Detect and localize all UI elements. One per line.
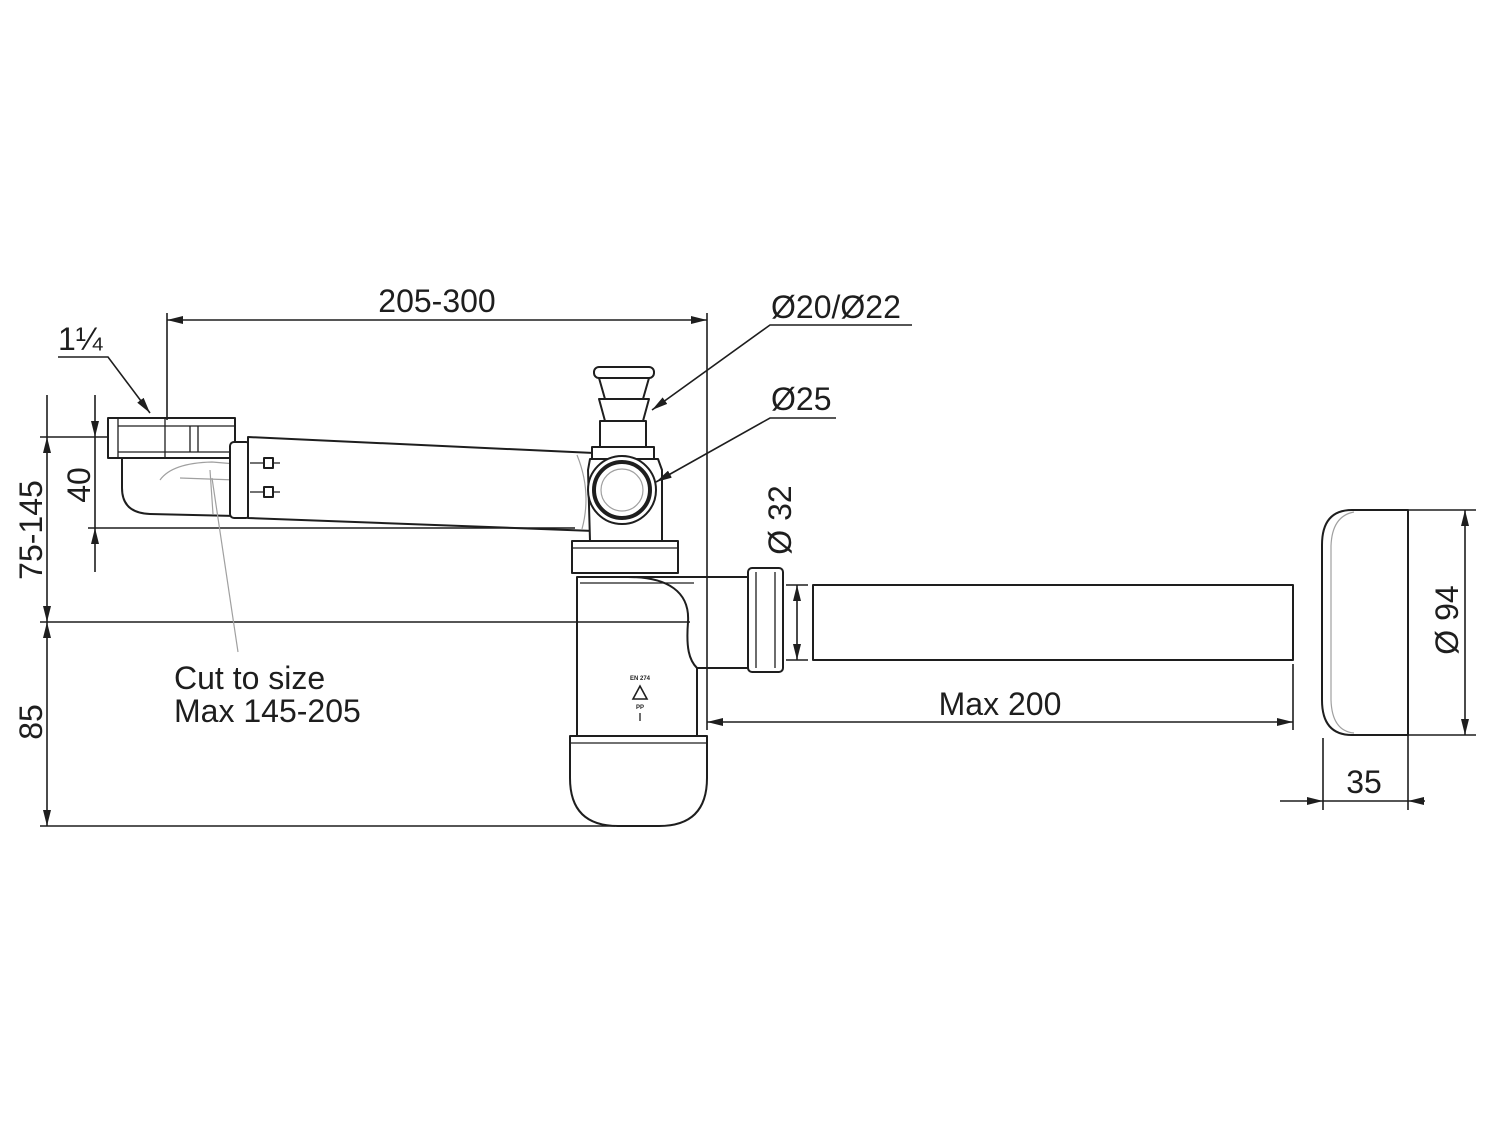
label-inlet-thread: 1¼ <box>58 321 104 357</box>
horizontal-arm <box>247 436 595 532</box>
threaded-nut <box>107 417 236 459</box>
hose-barb-ridge-2 <box>598 398 650 422</box>
arm-tab-lower-block <box>263 486 274 498</box>
label-trap-adjust-height: 75-145 <box>13 480 49 580</box>
material-marking: PP <box>636 705 644 711</box>
inlet-cup <box>121 455 237 517</box>
dimension-labels: 205-300 1¼ Ø20/Ø22 Ø25 40 75-145 85 Ø 32… <box>13 283 1465 800</box>
label-trap-height: 85 <box>13 704 49 740</box>
leader-side-inlet <box>655 417 836 483</box>
rosette-inner-edge <box>1330 511 1355 734</box>
wall-rosette <box>1321 509 1409 736</box>
leader-cut-note <box>211 477 239 653</box>
outlet-pipe <box>812 584 1294 661</box>
tee-connector <box>571 366 679 574</box>
inlet-assembly <box>107 417 251 519</box>
hose-barb-ridge-1 <box>598 377 650 400</box>
outlet-nut-detail <box>755 572 776 668</box>
trap-bottom-cup <box>569 735 708 827</box>
label-side-inlet: Ø25 <box>771 381 831 417</box>
side-port-ring <box>592 460 652 520</box>
label-rosette-depth: 35 <box>1346 764 1382 800</box>
extension-lines <box>40 313 1476 827</box>
cut-note-line-2: Max 145-205 <box>174 693 361 729</box>
label-overall-width: 205-300 <box>378 283 495 319</box>
hose-barb-stem <box>599 420 647 448</box>
standard-marking: EN 274 <box>630 676 651 682</box>
dimension-lines <box>43 316 1469 826</box>
outlet-nut <box>747 567 784 673</box>
arm-tab-upper-block <box>263 457 274 469</box>
leader-lines <box>58 324 912 653</box>
cut-note-line-1: Cut to size <box>174 660 325 696</box>
inlet-cup-inner-contour <box>159 461 237 515</box>
label-outlet-diameter: Ø 32 <box>762 485 798 554</box>
outlet-assembly <box>747 567 1294 673</box>
rosette-body <box>1321 509 1409 736</box>
trap-body: EN 274 PP <box>569 576 749 827</box>
hose-barb-rim <box>593 366 655 379</box>
leader-inlet-thread <box>58 356 151 414</box>
arm-end-contour <box>576 454 587 530</box>
label-inlet-height: 40 <box>61 467 97 503</box>
threaded-nut-detail <box>117 418 235 458</box>
arm-body <box>247 436 595 532</box>
side-port-inner <box>600 468 644 512</box>
trap-body-shell <box>576 576 749 737</box>
leader-hose-barb <box>651 324 912 411</box>
recycle-icon <box>631 684 649 700</box>
label-rosette-diameter: Ø 94 <box>1429 585 1465 654</box>
label-hose-barb: Ø20/Ø22 <box>771 289 901 325</box>
tee-nut <box>571 540 679 574</box>
label-outlet-length: Max 200 <box>939 686 1062 722</box>
